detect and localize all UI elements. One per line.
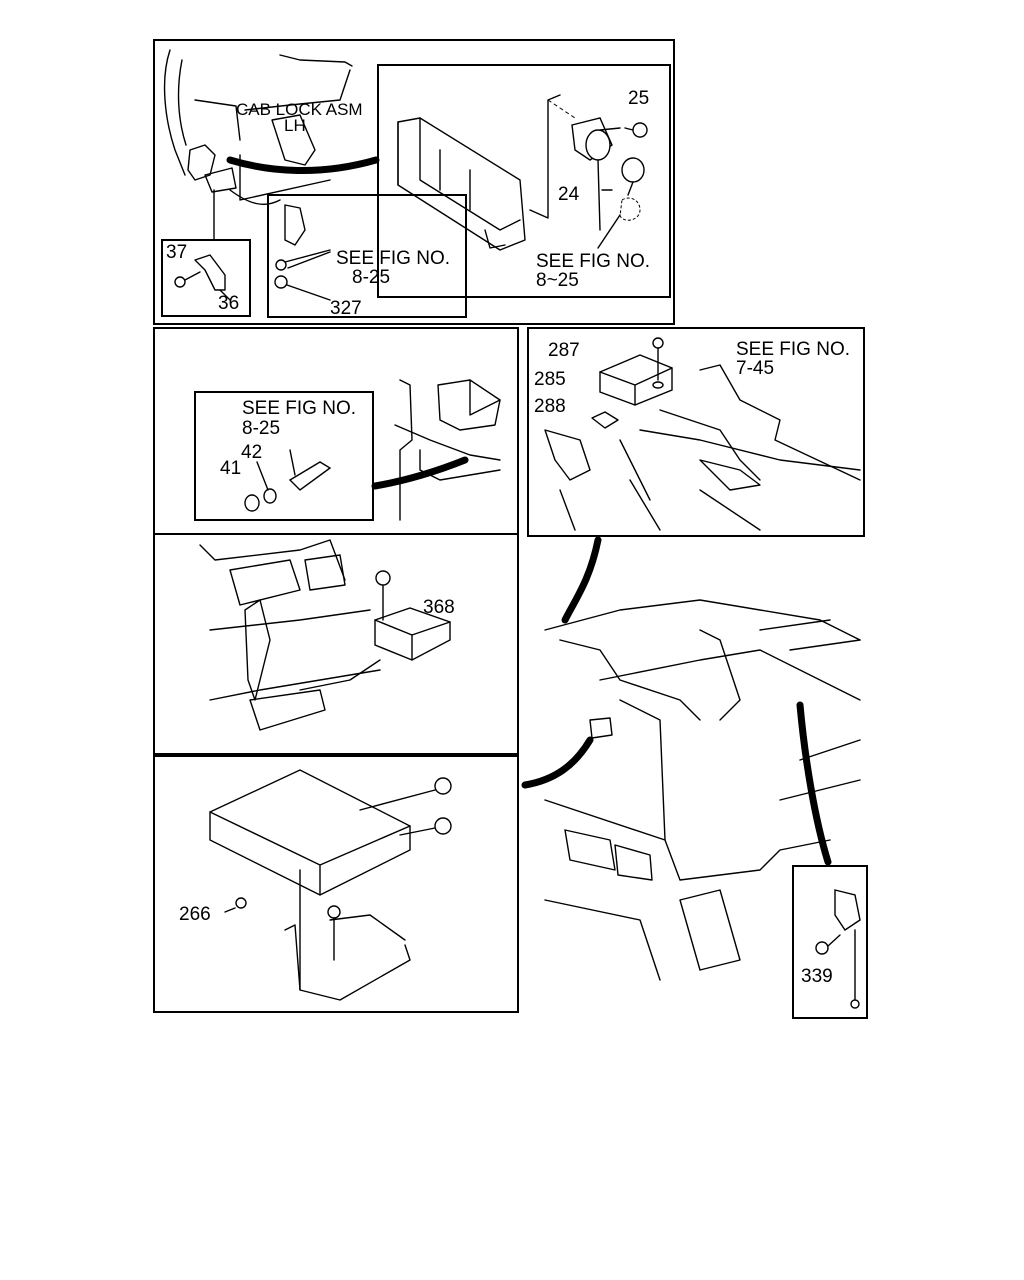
inset-crossmember	[377, 64, 671, 298]
fig-8-25-switch: 8-25	[352, 267, 390, 288]
part-339: 339	[801, 966, 833, 987]
inset-switch	[267, 194, 467, 318]
see-fig-8-25-sensor: SEE FIG NO.	[242, 398, 356, 419]
see-fig-8-25-switch: SEE FIG NO.	[336, 248, 450, 269]
truck-body	[521, 536, 861, 981]
part-288: 288	[534, 396, 566, 417]
panel-sensor-339	[792, 865, 868, 1019]
fig-8-25-top: 8~25	[536, 270, 579, 291]
panel-cab-lock	[153, 39, 675, 325]
part-41: 41	[220, 458, 241, 479]
panel-ecu	[153, 755, 519, 1013]
part-42: 42	[241, 442, 262, 463]
cab-lock-label: CAB LOCK ASM	[236, 100, 363, 119]
part-36: 36	[218, 293, 239, 314]
see-fig-7-45: SEE FIG NO.	[736, 339, 850, 360]
panel-module-285	[527, 327, 865, 537]
panel-sensor	[153, 327, 519, 535]
part-24: 24	[558, 184, 580, 205]
panel-module-368	[153, 533, 519, 755]
inset-bracket	[161, 239, 251, 317]
part-287: 287	[548, 340, 580, 361]
part-37: 37	[166, 242, 187, 263]
fig-7-45: 7-45	[736, 358, 774, 379]
cab-lock-side-label: LH	[284, 116, 306, 135]
part-25: 25	[628, 88, 649, 109]
part-285: 285	[534, 369, 566, 390]
part-368: 368	[423, 597, 455, 618]
fig-8-25-sensor: 8-25	[242, 418, 280, 439]
part-266: 266	[179, 904, 211, 925]
see-fig-8-25-top: SEE FIG NO.	[536, 251, 650, 272]
part-327: 327	[330, 298, 362, 319]
